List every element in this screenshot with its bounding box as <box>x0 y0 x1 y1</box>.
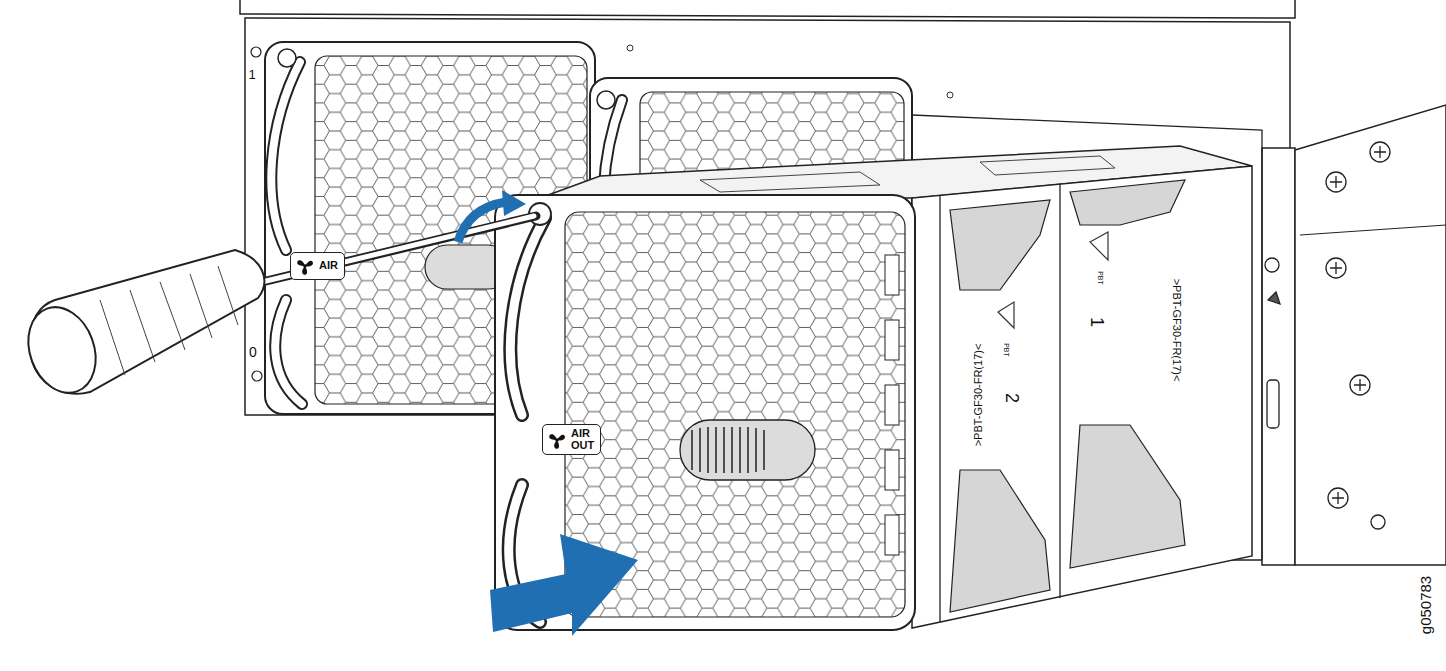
screwdriver-shaft <box>262 216 536 282</box>
figure-id: g050783 <box>1418 576 1433 634</box>
rack-ear <box>1295 105 1446 565</box>
fan-icon <box>547 430 567 450</box>
module-side <box>912 166 1252 628</box>
module-marking: 1 <box>1088 317 1106 327</box>
airflow-label: AIR OUT <box>571 428 594 451</box>
module-marking: PBT <box>1097 271 1104 285</box>
airflow-badge: AIR OUT <box>542 424 601 455</box>
module-marking: PBT <box>1003 343 1010 357</box>
screwdriver-shaft <box>262 216 534 282</box>
screwdriver-handle-end <box>17 298 107 403</box>
fan-handle <box>509 218 545 622</box>
chassis-dot <box>627 45 633 51</box>
airflow-badge: AIR <box>290 252 345 280</box>
rotate-arrow <box>458 202 506 242</box>
rack-screws <box>1265 142 1390 529</box>
module-marking: >PBT-GF30-FR(17)< <box>1171 279 1182 382</box>
module-marking: 2 <box>1003 393 1021 403</box>
rotate-arrowhead <box>502 190 526 216</box>
slot-number: 0 <box>249 345 257 359</box>
chassis-lip <box>240 0 1295 18</box>
fan-module-frame <box>495 195 915 630</box>
fan-icon <box>295 256 315 276</box>
rack-flange <box>1262 148 1295 565</box>
recycle-symbol <box>998 232 1108 328</box>
module-grips <box>950 180 1185 612</box>
airflow-label: AIR <box>319 260 338 272</box>
latch-ridges <box>692 427 764 473</box>
fan-handle <box>509 218 545 622</box>
captive-screw <box>597 91 615 109</box>
slot-symbol <box>251 47 261 57</box>
rack-ear-bend <box>1300 225 1446 235</box>
latch <box>680 420 815 480</box>
module-marking: >PBT-GF30-FR(17)< <box>973 344 984 447</box>
frame-tabs <box>885 255 899 555</box>
captive-screw <box>278 49 296 67</box>
slot-number: 1 <box>248 68 255 81</box>
module-divider <box>940 184 1060 622</box>
insert-arrow <box>490 534 638 636</box>
fan-handle <box>271 62 302 404</box>
chassis-dot <box>947 92 953 98</box>
slot-symbol <box>252 371 262 381</box>
screwdriver-ridges <box>100 266 238 375</box>
fan-handle <box>271 62 302 404</box>
